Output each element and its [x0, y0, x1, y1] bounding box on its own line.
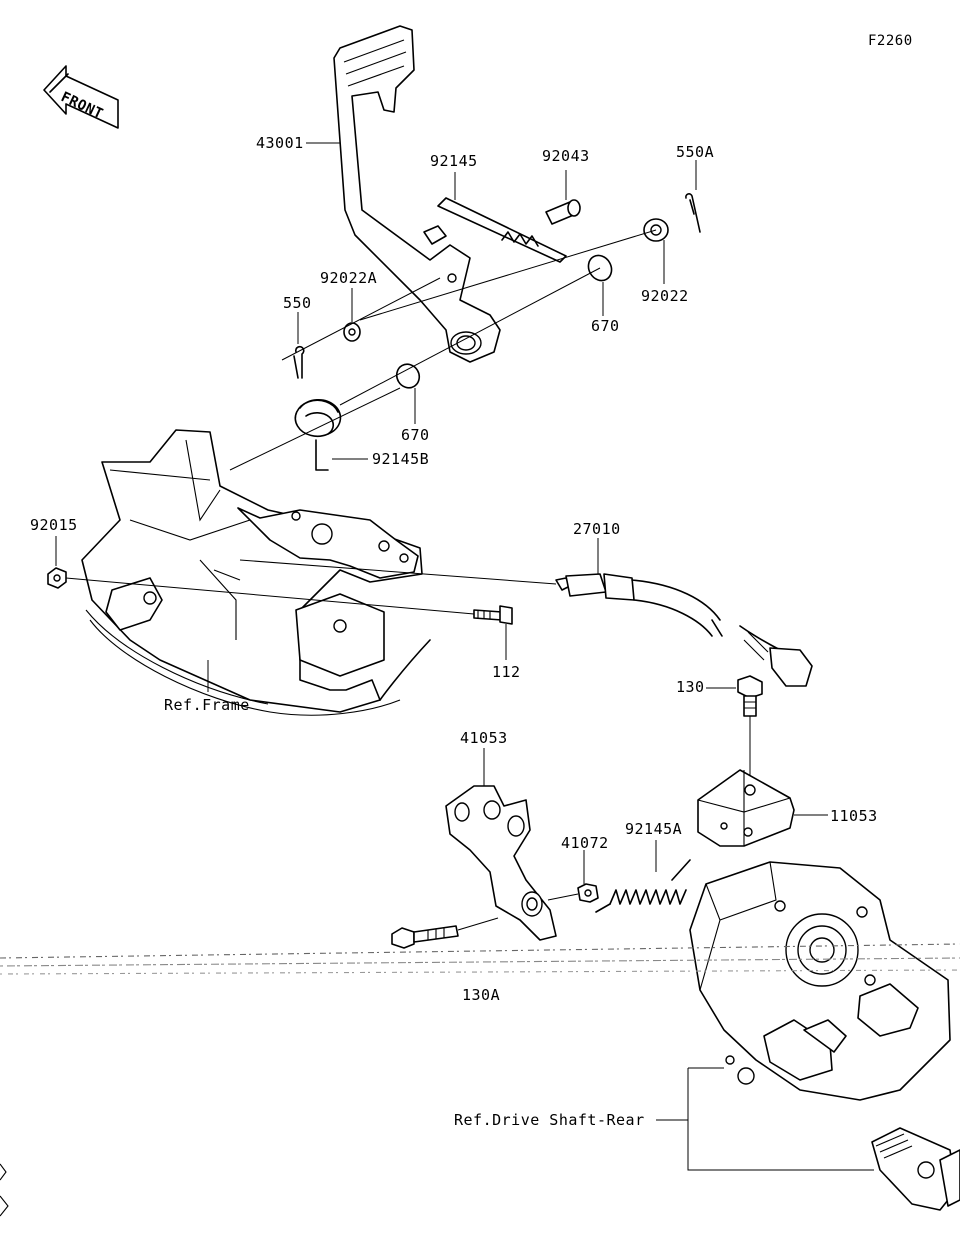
- lever-41053: [445, 785, 557, 941]
- torsion-spring-92145B: [294, 399, 342, 471]
- part-label-92022: 92022: [641, 287, 689, 305]
- clevis-pin-92043: [545, 199, 581, 225]
- scan-noise-band: [0, 943, 960, 975]
- cotter-pin-550: [293, 345, 305, 379]
- drive-shaft-housing-reference: [689, 861, 960, 1211]
- return-spring-92145: [437, 197, 567, 263]
- bracket-11053: [697, 769, 795, 847]
- part-label-41053: 41053: [460, 729, 508, 747]
- brake-pedal: [333, 25, 501, 363]
- spring-92145A: [595, 859, 691, 913]
- part-label-112: 112: [492, 663, 521, 681]
- part-label-11053: 11053: [830, 807, 878, 825]
- diagram-code: F2260: [868, 33, 913, 49]
- part-label-130: 130: [676, 678, 705, 696]
- bolt-130A: [391, 925, 459, 949]
- part-label-670-upper: 670: [591, 317, 620, 335]
- part-label-27010: 27010: [573, 520, 621, 538]
- part-label-92145: 92145: [430, 152, 478, 170]
- part-label-550: 550: [283, 294, 312, 312]
- part-label-670-lower: 670: [401, 426, 430, 444]
- o-ring-670-lower: [395, 363, 421, 389]
- nut-92015: [47, 567, 67, 589]
- part-label-550A: 550A: [676, 143, 714, 161]
- part-label-92022A: 92022A: [320, 269, 377, 287]
- ref-drive-shaft-label: Ref.Drive Shaft-Rear: [454, 1111, 645, 1129]
- part-label-92145B: 92145B: [372, 450, 429, 468]
- brake-switch-27010: [555, 573, 813, 687]
- part-label-41072: 41072: [561, 834, 609, 852]
- part-label-92145A: 92145A: [625, 820, 682, 838]
- collar-41072: [577, 883, 599, 903]
- ref-frame-label: Ref.Frame: [164, 696, 250, 714]
- bolt-130: [737, 675, 763, 717]
- cotter-pin-550A: [685, 193, 701, 233]
- bolt-112: [473, 605, 513, 625]
- frame-reference: [81, 429, 431, 716]
- washer-92022A: [343, 322, 361, 342]
- part-label-43001: 43001: [256, 134, 304, 152]
- part-label-130A: 130A: [462, 986, 500, 1004]
- part-label-92043: 92043: [542, 147, 590, 165]
- part-label-92015: 92015: [30, 516, 78, 534]
- front-arrow-icon: FRONT: [43, 65, 119, 129]
